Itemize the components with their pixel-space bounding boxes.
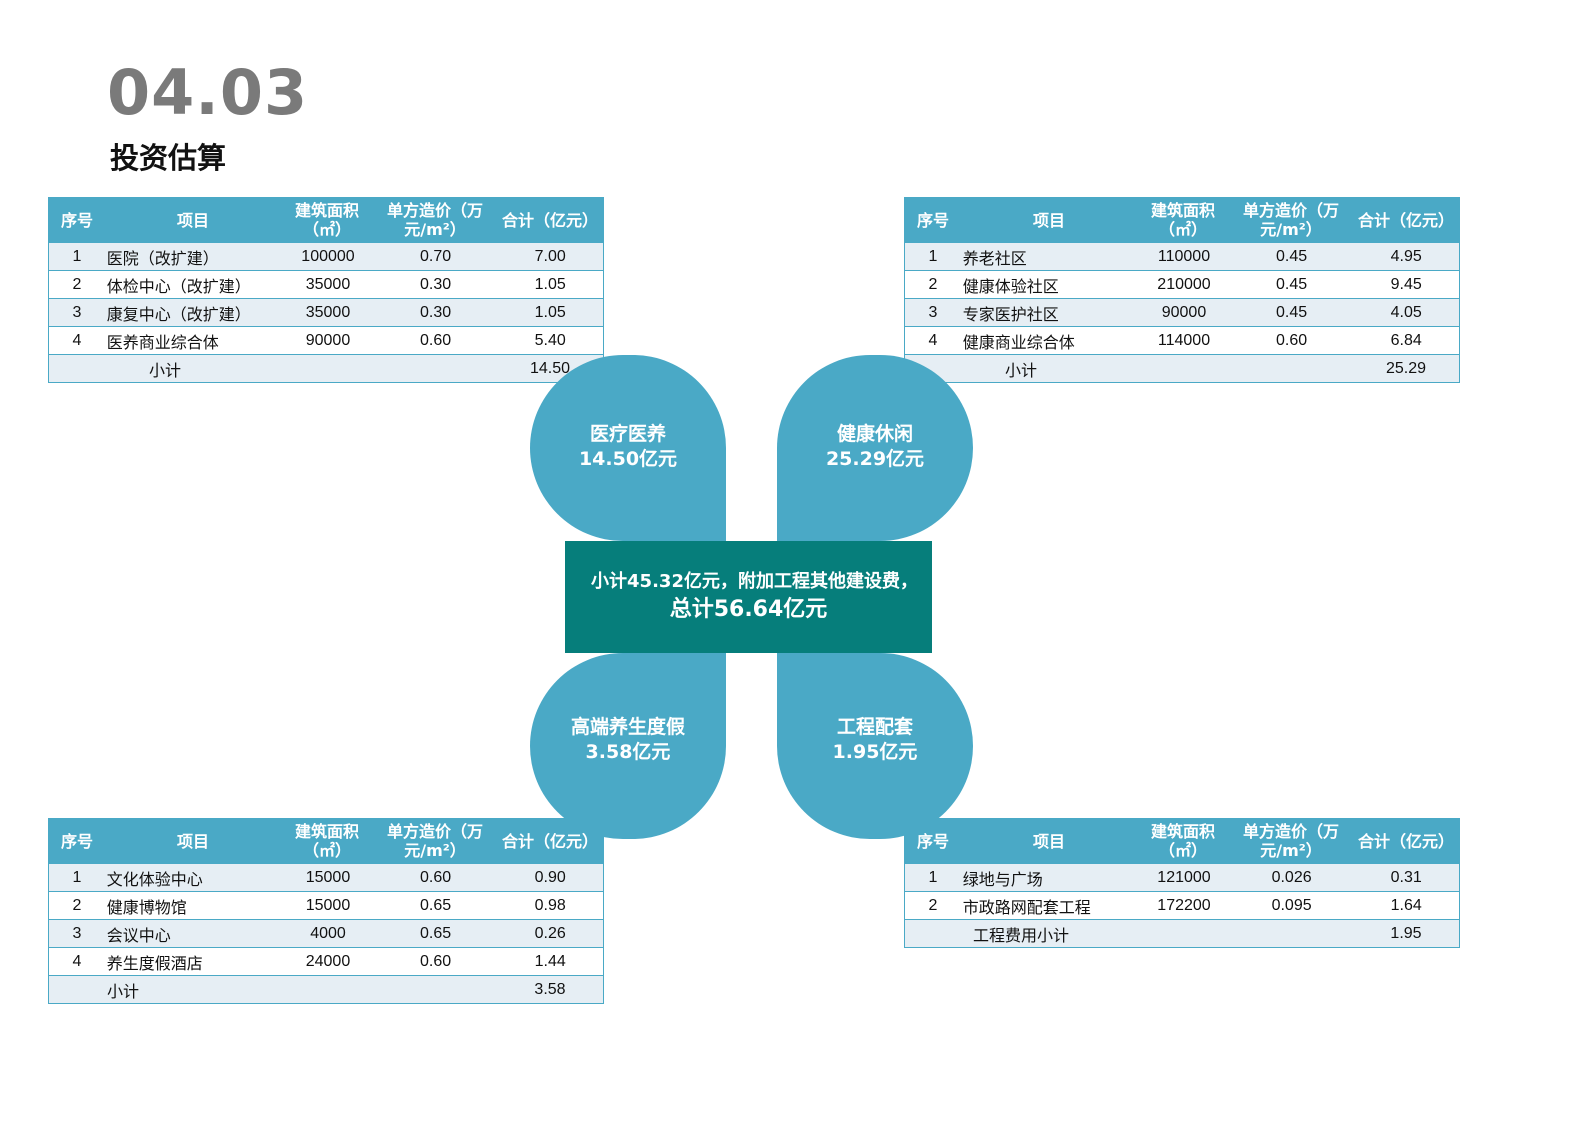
subtotal-label: 小计 [1004,360,1037,380]
col-header-name: 项目 [176,210,209,230]
col-header-area: 建筑面积（㎡） [1150,201,1215,239]
petal-value: 14.50亿元 [578,448,678,470]
col-header-area: 建筑面积（㎡） [294,201,359,239]
col-header-area: 建筑面积（㎡） [1150,822,1215,860]
table-header: 序号 项目 建筑面积（㎡） 单方造价（万元/m²） 合计（亿元） [49,198,603,242]
table-row: 1 医院（改扩建） 100000 0.70 7.00 [49,242,603,270]
medical-petal: 医疗医养 14.50亿元 [530,355,726,541]
table-header: 序号 项目 建筑面积（㎡） 单方造价（万元/m²） 合计（亿元） [905,198,1459,242]
col-header-no: 序号 [60,831,93,851]
leisure-cost-table: 序号 项目 建筑面积（㎡） 单方造价（万元/m²） 合计（亿元） 1 养老社区 … [904,197,1460,383]
table-row: 3 专家医护社区 90000 0.45 4.05 [905,298,1459,326]
petal-title: 工程配套 [836,716,913,738]
col-header-no: 序号 [60,210,93,230]
petal-value: 3.58亿元 [585,741,671,763]
resort-cost-table: 序号 项目 建筑面积（㎡） 单方造价（万元/m²） 合计（亿元） 1 文化体验中… [48,818,604,1004]
table-header: 序号 项目 建筑面积（㎡） 单方造价（万元/m²） 合计（亿元） [49,819,603,863]
table-row: 2 健康体验社区 210000 0.45 9.45 [905,270,1459,298]
col-header-total: 合计（亿元） [1357,210,1454,230]
petal-title: 高端养生度假 [570,716,685,738]
subtotal-row: 工程费用小计 1.95 [905,919,1459,947]
subtotal-value: 3.58 [534,980,566,998]
petal-value: 25.29亿元 [825,448,925,470]
table-row: 2 健康博物馆 15000 0.65 0.98 [49,891,603,919]
subtotal-label: 小计 [148,360,181,380]
col-header-total: 合计（亿元） [501,831,598,851]
resort-petal: 高端养生度假 3.58亿元 [530,653,726,839]
col-header-no: 序号 [916,210,949,230]
col-header-name: 项目 [1032,210,1065,230]
medical-cost-table: 序号 项目 建筑面积（㎡） 单方造价（万元/m²） 合计（亿元） 1 医院（改扩… [48,197,604,383]
table-row: 4 医养商业综合体 90000 0.60 5.40 [49,326,603,354]
col-header-unit: 单方造价（万元/m²） [386,201,483,239]
col-header-unit: 单方造价（万元/m²） [1242,201,1339,239]
petal-value: 1.95亿元 [832,741,918,763]
col-header-name: 项目 [1032,831,1065,851]
subtotal-row: 小计 14.50 [49,354,603,382]
total-summary-box: 小计45.32亿元，附加工程其他建设费， 总计56.64亿元 [565,541,932,653]
col-header-unit: 单方造价（万元/m²） [1242,822,1339,860]
subtotal-label: 小计 [107,981,140,1001]
subtotal-row: 小计 25.29 [905,354,1459,382]
subtotal-value: 1.95 [1390,924,1422,942]
table-row: 2 市政路网配套工程 172200 0.095 1.64 [905,891,1459,919]
table-row: 4 健康商业综合体 114000 0.60 6.84 [905,326,1459,354]
subtotal-row: 小计 3.58 [49,975,603,1003]
summary-line1: 小计45.32亿元，附加工程其他建设费， [591,571,918,592]
col-header-total: 合计（亿元） [501,210,598,230]
table-row: 1 文化体验中心 15000 0.60 0.90 [49,863,603,891]
col-header-area: 建筑面积（㎡） [294,822,359,860]
col-header-total: 合计（亿元） [1357,831,1454,851]
section-title: 投资估算 [110,141,227,175]
subtotal-value: 14.50 [529,359,571,377]
section-number: 04.03 [107,56,309,129]
petal-title: 医疗医养 [589,423,666,445]
table-row: 1 绿地与广场 121000 0.026 0.31 [905,863,1459,891]
leisure-petal: 健康休闲 25.29亿元 [777,355,973,541]
col-header-name: 项目 [176,831,209,851]
table-row: 3 康复中心（改扩建） 35000 0.30 1.05 [49,298,603,326]
engineering-cost-table: 序号 项目 建筑面积（㎡） 单方造价（万元/m²） 合计（亿元） 1 绿地与广场… [904,818,1460,948]
table-row: 1 养老社区 110000 0.45 4.95 [905,242,1459,270]
col-header-unit: 单方造价（万元/m²） [386,822,483,860]
table-row: 4 养生度假酒店 24000 0.60 1.44 [49,947,603,975]
summary-line2: 总计56.64亿元 [669,597,828,622]
table-row: 2 体检中心（改扩建） 35000 0.30 1.05 [49,270,603,298]
col-header-no: 序号 [916,831,949,851]
subtotal-label: 工程费用小计 [972,925,1069,945]
table-header: 序号 项目 建筑面积（㎡） 单方造价（万元/m²） 合计（亿元） [905,819,1459,863]
engineering-petal: 工程配套 1.95亿元 [777,653,973,839]
table-row: 3 会议中心 4000 0.65 0.26 [49,919,603,947]
subtotal-value: 25.29 [1385,359,1427,377]
petal-title: 健康休闲 [836,423,913,445]
